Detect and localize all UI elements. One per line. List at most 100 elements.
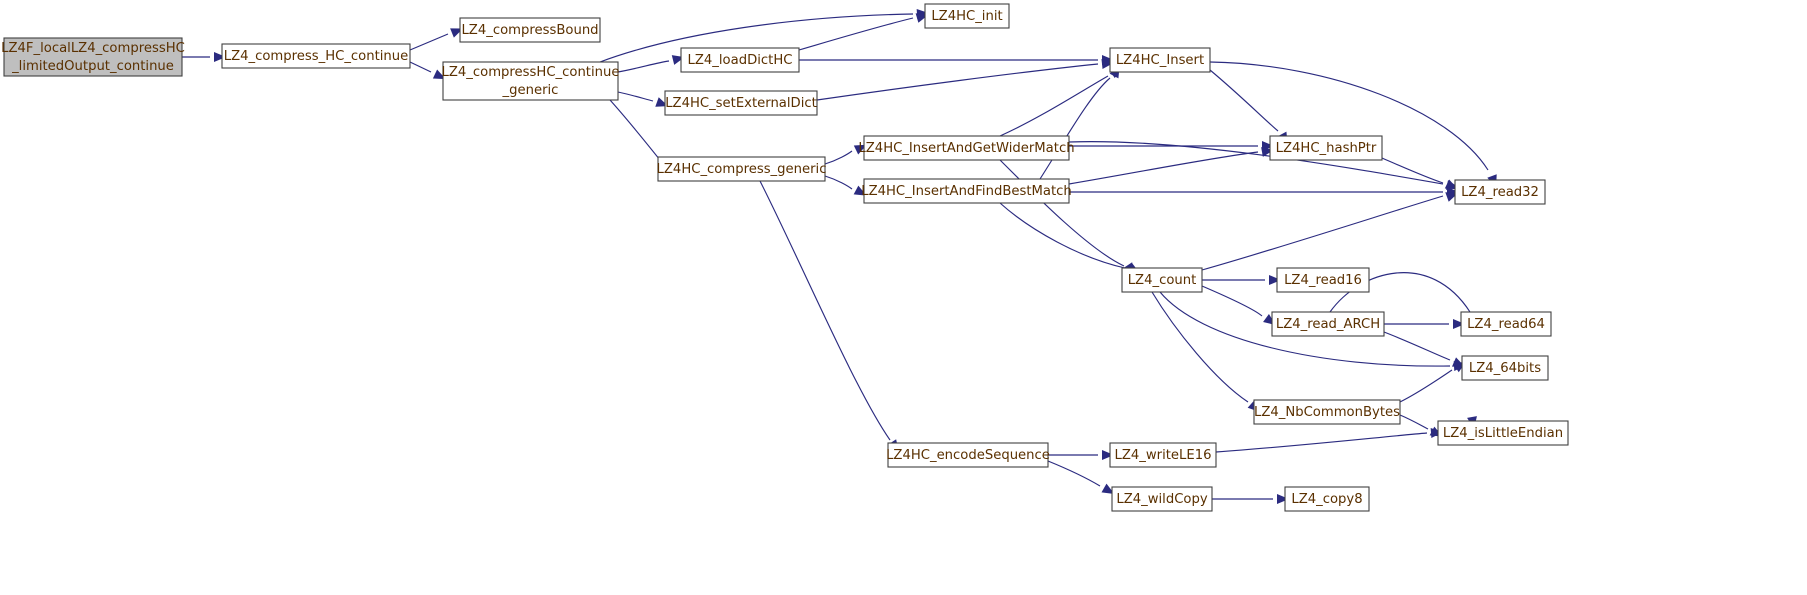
node-box-hcgen[interactable] [442,61,619,101]
node-label-read32: LZ4_read32 [1461,185,1539,200]
node-box-best[interactable] [863,178,1070,204]
node-box-writele16[interactable] [1109,442,1217,468]
node-nbcommon[interactable]: LZ4_NbCommonBytes [1253,399,1401,425]
node-label-root: _limitedOutput_continue [11,59,174,74]
node-bits64[interactable]: LZ4_64bits [1461,355,1549,381]
node-box-cbound[interactable] [459,17,601,43]
node-hcinsert[interactable]: LZ4HC_Insert [1109,47,1211,73]
call-edge-hcgen-to-hcinit [599,13,914,63]
call-edge-loaddict-to-hcinit [798,17,914,51]
node-hashptr[interactable]: LZ4HC_hashPtr [1269,135,1383,161]
node-label-loaddict: LZ4_loadDictHC [688,53,793,68]
node-read32[interactable]: LZ4_read32 [1454,179,1546,205]
nodes-layer: LZ4F_localLZ4_compressHC _limitedOutput_c… [1,3,1569,512]
call-edge-count-to-read32 [1201,195,1444,271]
call-edge-hcinsert-to-hashptr [1209,69,1279,132]
node-label-readarch: LZ4_read_ARCH [1276,317,1380,332]
node-box-loaddict[interactable] [680,47,800,73]
arrowhead-writele16-islittle [1430,428,1443,438]
node-readarch[interactable]: LZ4_read_ARCH [1271,311,1385,337]
call-edge-hcgen-to-loaddict [617,60,670,73]
call-edge-hccont-to-cbound [409,33,449,51]
call-edge-best-to-hcinsert [1039,77,1111,180]
node-islittle[interactable]: LZ4_isLittleEndian [1437,420,1569,446]
node-box-read16[interactable] [1276,267,1370,293]
node-box-hashptr[interactable] [1269,135,1383,161]
call-edge-readarch-to-islittle [1329,272,1471,313]
node-hcinit[interactable]: LZ4HC_init [924,3,1010,29]
node-label-hcinit: LZ4HC_init [931,9,1002,24]
node-box-islittle[interactable] [1437,420,1569,446]
node-setext[interactable]: LZ4HC_setExternalDict [664,90,818,116]
node-box-root[interactable] [3,37,183,77]
node-label-setext: LZ4HC_setExternalDict [665,96,817,111]
node-label-wildcopy: LZ4_wildCopy [1116,492,1207,507]
node-wildcopy[interactable]: LZ4_wildCopy [1111,486,1213,512]
node-label-hashptr: LZ4HC_hashPtr [1276,141,1377,156]
node-box-wildcopy[interactable] [1111,486,1213,512]
node-label-copy8: LZ4_copy8 [1291,492,1362,507]
node-box-hcinit[interactable] [924,3,1010,29]
call-edge-best-to-count [999,202,1126,269]
node-encseq[interactable]: LZ4HC_encodeSequence [886,442,1050,468]
node-box-hcinsert[interactable] [1109,47,1211,73]
node-best[interactable]: LZ4HC_InsertAndFindBestMatch [861,178,1072,204]
node-box-encseq[interactable] [887,442,1049,468]
node-box-nbcommon[interactable] [1253,399,1401,425]
arrowhead-wildcopy-copy8 [1277,494,1289,504]
call-edge-wider-to-count [999,159,1125,267]
node-hccont[interactable]: LZ4_compress_HC_continue [221,43,411,69]
call-edge-hcgen-to-setext [617,91,654,102]
node-root[interactable]: LZ4F_localLZ4_compressHC _limitedOutput_c… [1,37,185,77]
call-edge-cgen-to-wider [824,150,853,165]
call-edge-wider-to-hcinsert [999,75,1109,137]
edges-layer [182,13,1489,500]
node-loaddict[interactable]: LZ4_loadDictHC [680,47,800,73]
node-box-read32[interactable] [1454,179,1546,205]
call-edge-count-to-readarch [1201,285,1263,317]
call-edge-cgen-to-encseq [759,180,891,441]
call-edge-count-to-bits64 [1159,291,1451,367]
arrowheads-layer [214,9,1497,504]
node-label-cbound: LZ4_compressBound [461,23,598,38]
node-box-read64[interactable] [1460,311,1552,337]
node-hcgen[interactable]: LZ4_compressHC_continue _generic [442,61,620,101]
call-edge-writele16-to-islittle [1215,432,1428,453]
node-label-count: LZ4_count [1128,273,1197,288]
node-box-hccont[interactable] [221,43,411,69]
call-edge-hcinsert-to-read32 [1209,61,1489,171]
arrowhead-root-hccont [214,52,226,62]
node-label-hcgen: LZ4_compressHC_continue [442,65,620,80]
node-box-wider[interactable] [863,135,1070,161]
call-edge-readarch-to-bits64 [1383,331,1451,361]
node-wider[interactable]: LZ4HC_InsertAndGetWiderMatch [858,135,1075,161]
arrowhead-encseq-wildcopy [1101,483,1115,494]
node-label-writele16: LZ4_writeLE16 [1115,448,1212,463]
node-label-hcgen: _generic [502,83,559,98]
node-cbound[interactable]: LZ4_compressBound [459,17,601,43]
node-label-nbcommon: LZ4_NbCommonBytes [1254,405,1400,420]
call-edge-hccont-to-hcgen [409,61,432,73]
call-edge-count-to-nbcommon [1151,291,1249,403]
node-read64[interactable]: LZ4_read64 [1460,311,1552,337]
node-read16[interactable]: LZ4_read16 [1276,267,1370,293]
node-box-count[interactable] [1121,267,1203,293]
node-count[interactable]: LZ4_count [1121,267,1203,293]
call-edge-best-to-hashptr [1068,151,1259,185]
call-edge-setext-to-hcinsert [816,63,1099,101]
call-edge-cgen-to-best [824,175,853,190]
node-label-cgen: LZ4HC_compress_generic [657,162,827,177]
node-writele16[interactable]: LZ4_writeLE16 [1109,442,1217,468]
node-box-copy8[interactable] [1284,486,1370,512]
call-edge-encseq-to-wildcopy [1047,460,1101,487]
node-box-setext[interactable] [664,90,818,116]
node-box-readarch[interactable] [1271,311,1385,337]
node-label-best: LZ4HC_InsertAndFindBestMatch [861,184,1072,199]
node-cgen[interactable]: LZ4HC_compress_generic [657,156,827,182]
node-label-root: LZ4F_localLZ4_compressHC [1,41,185,56]
node-box-cgen[interactable] [657,156,826,182]
node-copy8[interactable]: LZ4_copy8 [1284,486,1370,512]
call-edge-hcgen-to-cgen [609,99,661,161]
node-box-bits64[interactable] [1461,355,1549,381]
